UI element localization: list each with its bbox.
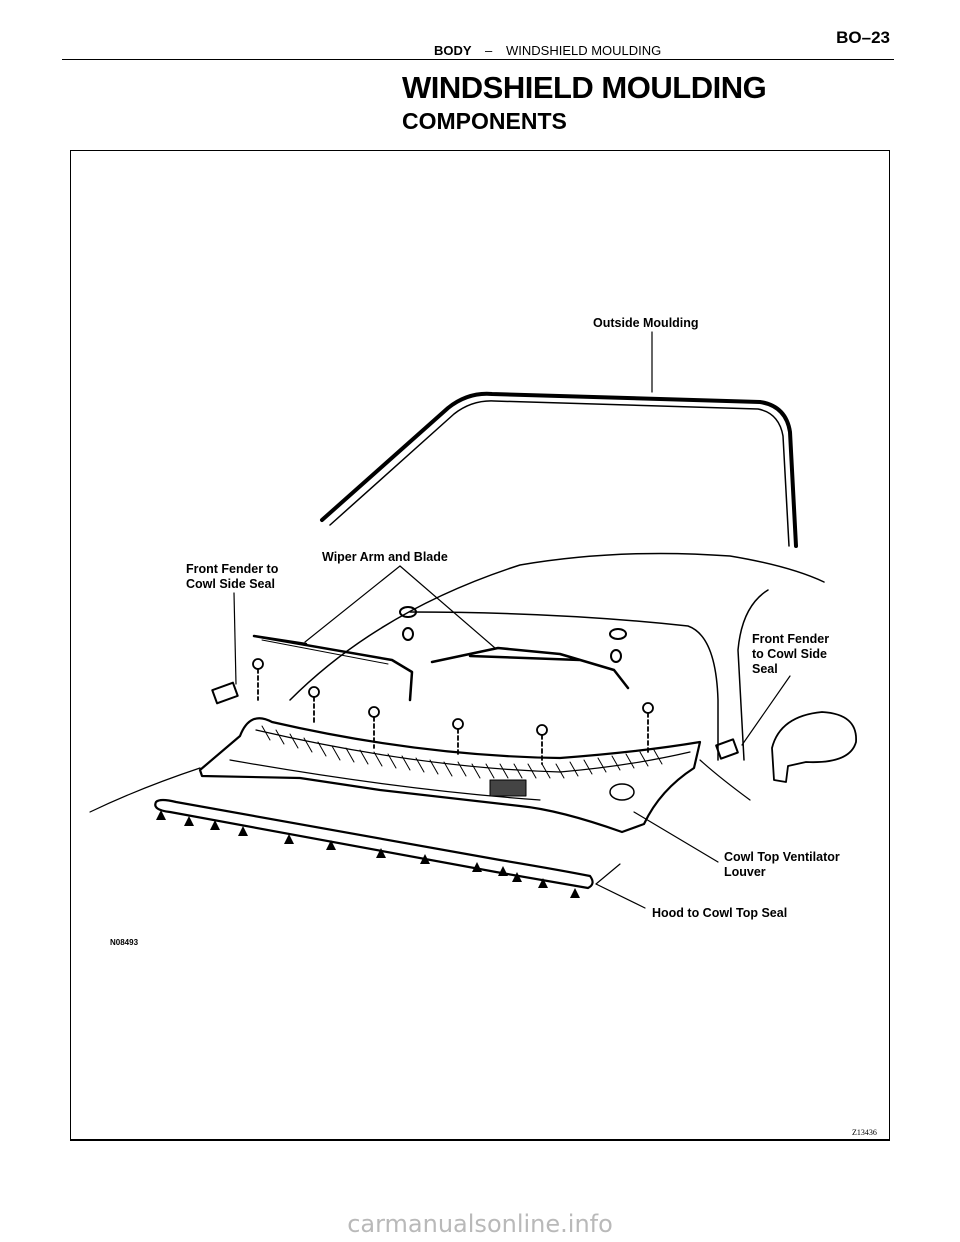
wiper-arm-left xyxy=(252,634,414,702)
section-subtitle: COMPONENTS xyxy=(402,108,567,134)
hood-seal-part xyxy=(154,798,594,890)
header-subsection: WINDSHIELD MOULDING xyxy=(506,43,662,58)
outside-moulding-part xyxy=(320,391,798,548)
header-rule xyxy=(62,59,894,60)
label-front-fender-seal-right: Front Fender to Cowl Side Seal xyxy=(752,632,830,676)
page-title: WINDSHIELD MOULDING xyxy=(402,70,767,105)
header-section: BODY xyxy=(434,43,472,58)
label-hood-to-cowl-top-seal: Hood to Cowl Top Seal xyxy=(652,906,788,920)
cowl-louver-part xyxy=(198,717,702,834)
mirror-part xyxy=(771,711,857,783)
hood-outline xyxy=(289,552,825,701)
figure-code-left: N08493 xyxy=(110,938,139,947)
wiper-arm-right xyxy=(430,646,630,690)
components-figure-frame xyxy=(70,150,890,1141)
label-cowl-top-ventilator-louver: Cowl Top Ventilator Louver xyxy=(724,850,840,879)
watermark: carmanualsonline.info xyxy=(347,1210,613,1238)
page-number: BO–23 xyxy=(836,28,890,47)
label-front-fender-seal-left: Front Fender to Cowl Side Seal xyxy=(186,562,279,591)
header-separator: – xyxy=(485,43,493,58)
label-wiper-arm-blade: Wiper Arm and Blade xyxy=(322,550,448,564)
label-outside-moulding: Outside Moulding xyxy=(593,316,699,330)
figure-code-corner: Z13436 xyxy=(852,1128,877,1137)
